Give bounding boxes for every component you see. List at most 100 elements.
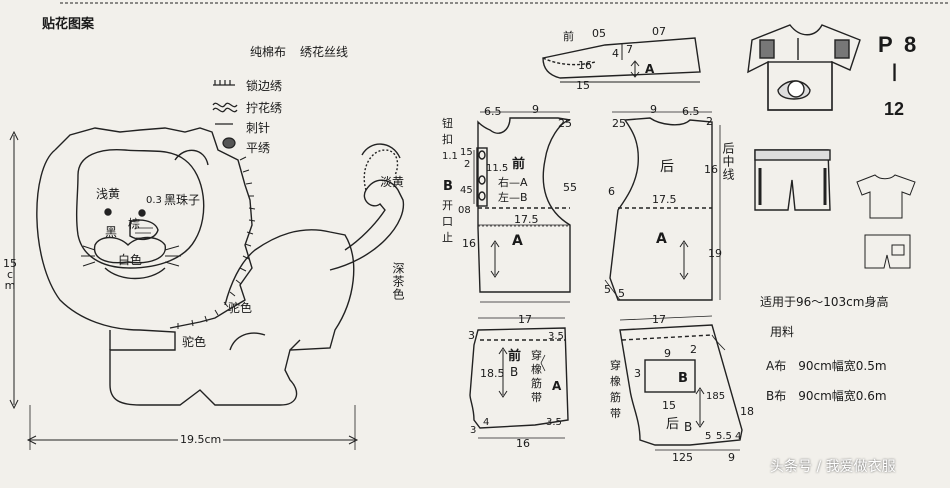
- dim: 5: [618, 287, 625, 300]
- color-label: 驼色: [182, 335, 207, 349]
- dim: 5.5: [716, 431, 732, 442]
- dim: 4: [612, 47, 619, 60]
- elastic-label: 筋: [610, 391, 621, 404]
- watermark: 头条号 / 我爱做衣服: [770, 459, 896, 475]
- dim: 08: [458, 205, 471, 216]
- dim: 3: [470, 425, 477, 436]
- dim: 11.5: [486, 163, 509, 174]
- side-label: B: [443, 179, 453, 194]
- dim: 4: [483, 417, 490, 428]
- dim: 3: [634, 367, 641, 380]
- stitch-legend-item: 拧花绣: [246, 101, 283, 115]
- dim: 18.5: [480, 367, 505, 380]
- dim: 5: [705, 431, 712, 442]
- elastic-label: 穿: [610, 359, 621, 372]
- shoulder-pattern-drawing: [542, 37, 701, 83]
- color-label: 黑: [105, 225, 118, 239]
- back-center-label: 后中线: [721, 142, 735, 181]
- height-dimension: 15 cm: [3, 257, 17, 292]
- dim: 9: [650, 103, 657, 116]
- side-label: 止: [442, 231, 453, 244]
- dim: 2: [706, 115, 713, 128]
- fabric-b: B布 90cm幅宽0.6m: [766, 389, 887, 403]
- front-bodice-label: 前: [512, 157, 526, 172]
- fabric-usage-title: 用料: [770, 325, 795, 339]
- dim: 18: [740, 405, 754, 418]
- dim: 15: [662, 399, 676, 412]
- dim: 185: [706, 391, 726, 402]
- dim: 9: [532, 103, 539, 116]
- dim: 19: [708, 247, 722, 260]
- bead-size-label: 0.3: [146, 195, 162, 206]
- dim: 16: [516, 437, 530, 450]
- fabric-material: 纯棉布: [250, 45, 287, 59]
- dim: 17: [652, 313, 666, 326]
- dim: 6.5: [484, 105, 502, 118]
- dim: 16: [578, 59, 592, 72]
- shoulder-label: 前: [563, 30, 574, 43]
- front-left-label: 左—B: [498, 191, 528, 204]
- dim: 05: [592, 27, 606, 40]
- dim: 125: [672, 451, 693, 464]
- pocket-label: B: [678, 371, 688, 386]
- back-shorts-label: 后: [666, 417, 680, 432]
- page-number-sep: |: [892, 61, 898, 81]
- elastic-label: 穿: [531, 349, 542, 362]
- piece-label: A: [512, 233, 523, 249]
- color-label: 棕: [128, 217, 141, 231]
- shorts-sketch: [754, 149, 831, 211]
- piece-label: A: [645, 62, 655, 76]
- dim: 4: [735, 431, 742, 442]
- side-label: 口: [442, 215, 453, 228]
- thread-material: 绣花丝线: [300, 45, 349, 59]
- side-label: 扣: [442, 133, 453, 146]
- back-view-sketches: [856, 174, 916, 269]
- dim: 3.5: [546, 417, 562, 428]
- dim: 17.5: [514, 213, 539, 226]
- stitch-legend-item: 锁边绣: [246, 79, 283, 93]
- lion-applique: [9, 127, 405, 450]
- side-label: 钮: [442, 117, 453, 130]
- elastic-label: 带: [610, 407, 621, 420]
- fabric-a: A布 90cm幅宽0.5m: [766, 359, 887, 373]
- dim: 2: [690, 343, 697, 356]
- dim: 07: [652, 25, 666, 38]
- stitch-legend-item: 平绣: [246, 141, 271, 155]
- front-right-label: 右—A: [498, 176, 528, 189]
- elastic-label: 筋: [531, 377, 542, 390]
- dim: 15: [460, 147, 473, 158]
- color-label: 淡黄: [380, 175, 405, 189]
- piece-label: A: [552, 379, 562, 393]
- elastic-label: 橡: [531, 363, 542, 376]
- dim: 16: [462, 237, 476, 250]
- piece-label: B: [684, 420, 693, 434]
- dim: 15: [576, 79, 590, 92]
- dim: 9: [728, 451, 735, 464]
- dim: 25: [558, 117, 572, 130]
- page-number-p: P: [878, 32, 893, 57]
- side-label: 1.1: [442, 151, 458, 162]
- page-number-to: 12: [884, 99, 905, 119]
- size-applies: 适用于96～103cm身高: [760, 295, 889, 309]
- piece-label: B: [510, 365, 519, 379]
- dim: 2: [464, 159, 471, 170]
- dim: 17.5: [652, 193, 677, 206]
- color-label: 深茶色: [391, 262, 405, 301]
- page-number-from: 8: [904, 32, 917, 57]
- bead-label: 黑珠子: [164, 193, 201, 207]
- dim: 3.5: [548, 331, 564, 342]
- tshirt-sketch: [747, 24, 861, 111]
- dim: 17: [518, 313, 532, 326]
- color-label: 浅黄: [96, 187, 121, 201]
- dim: 16: [704, 163, 718, 176]
- dim: 7: [626, 43, 633, 56]
- back-bodice-drawing: [604, 111, 721, 301]
- stitch-legend-item: 刺针: [246, 121, 271, 135]
- dim: 55: [563, 181, 577, 194]
- side-label: 开: [442, 199, 453, 212]
- dim: 25: [612, 117, 626, 130]
- front-shorts-drawing: [469, 317, 569, 439]
- back-shorts-drawing: [619, 315, 743, 451]
